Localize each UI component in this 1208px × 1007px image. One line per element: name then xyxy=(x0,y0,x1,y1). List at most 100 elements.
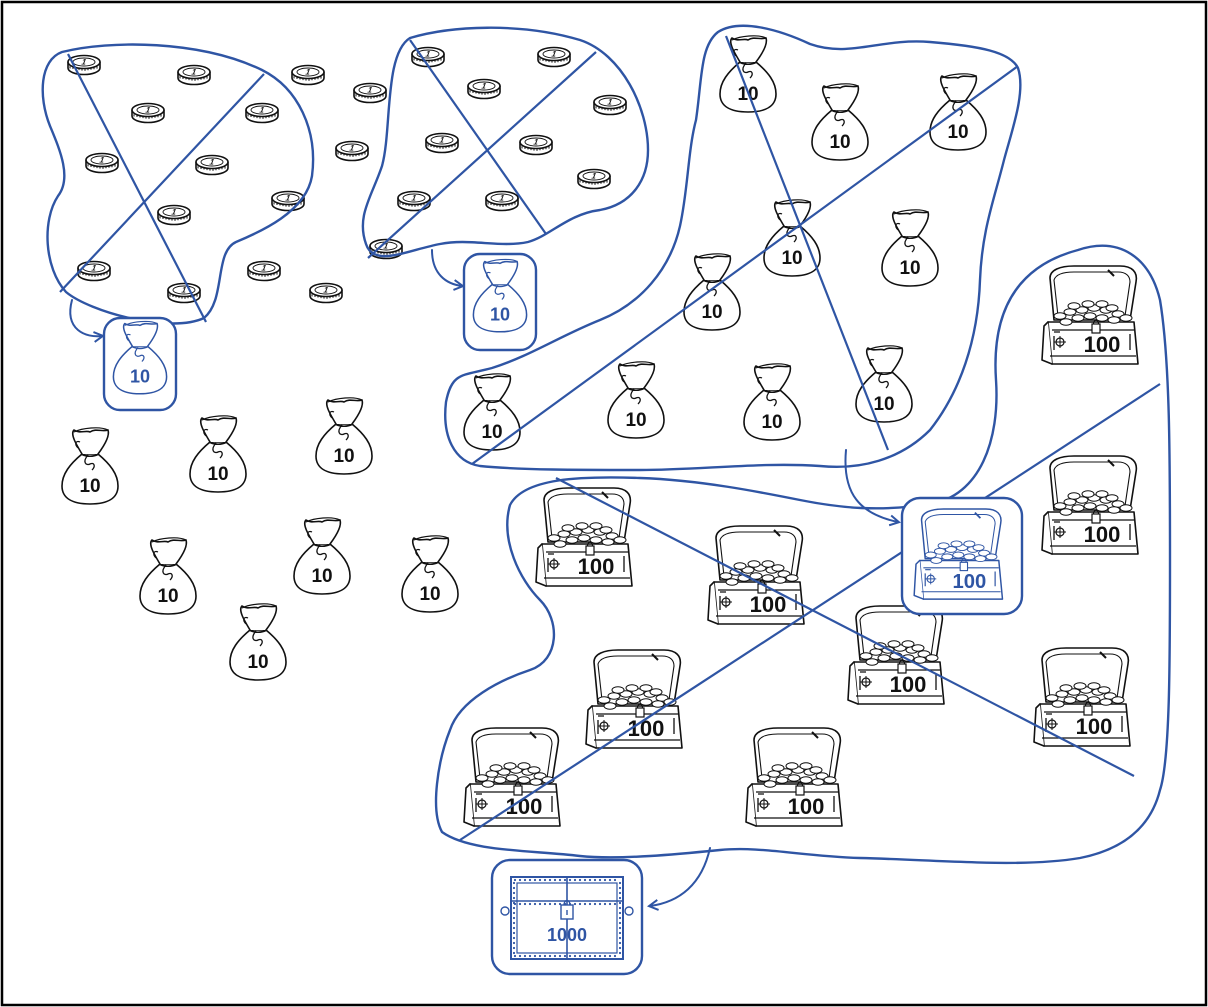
money-bag-icon: 10 xyxy=(139,537,197,615)
bag-group-outline xyxy=(444,24,1022,472)
coin-icon: 1 xyxy=(195,154,229,176)
svg-text:100: 100 xyxy=(788,794,825,819)
svg-text:100: 100 xyxy=(750,592,787,617)
svg-text:1: 1 xyxy=(190,68,198,77)
chest-group-outline xyxy=(434,244,1172,865)
svg-text:100: 100 xyxy=(1076,714,1113,739)
svg-text:1: 1 xyxy=(180,286,188,295)
svg-text:1: 1 xyxy=(90,264,98,273)
svg-text:100: 100 xyxy=(890,672,927,697)
coin-icon: 1 xyxy=(77,260,111,282)
svg-text:1: 1 xyxy=(550,50,558,59)
svg-text:1: 1 xyxy=(260,264,268,273)
money-bag-icon: 10 xyxy=(293,517,351,595)
svg-text:1: 1 xyxy=(410,194,418,203)
treasure-chest-icon: 100 xyxy=(1041,265,1139,365)
money-bag-icon: 10 xyxy=(855,345,913,423)
treasure-chest-icon: 100 xyxy=(463,727,561,827)
coin-group-outline-2 xyxy=(361,26,650,258)
svg-text:100: 100 xyxy=(1084,332,1121,357)
coin-icon: 1 xyxy=(425,132,459,154)
svg-text:10: 10 xyxy=(701,302,722,323)
money-bag-icon: 10 xyxy=(763,199,821,277)
money-bag-icon: 10 xyxy=(719,35,777,113)
cross-line xyxy=(59,73,265,293)
cross-line xyxy=(555,477,1135,777)
svg-text:1: 1 xyxy=(284,194,292,203)
money-bag-icon: 10 xyxy=(811,83,869,161)
svg-text:100: 100 xyxy=(628,716,665,741)
svg-text:10: 10 xyxy=(481,422,502,443)
svg-text:1000: 1000 xyxy=(547,925,587,945)
svg-text:10: 10 xyxy=(899,258,920,279)
money-bag-icon: 10 xyxy=(929,73,987,151)
coin-icon: 1 xyxy=(247,260,281,282)
coin-group-outline-1 xyxy=(41,43,315,325)
svg-text:1: 1 xyxy=(98,156,106,165)
money-bag-icon: 10 xyxy=(463,373,521,451)
svg-text:1: 1 xyxy=(498,194,506,203)
money-bag-icon: 10 xyxy=(683,253,741,331)
svg-text:10: 10 xyxy=(247,652,268,673)
svg-text:1: 1 xyxy=(170,208,178,217)
svg-text:1: 1 xyxy=(322,286,330,295)
svg-text:10: 10 xyxy=(490,304,510,324)
svg-text:1: 1 xyxy=(590,172,598,181)
svg-text:1: 1 xyxy=(532,138,540,147)
cross-line xyxy=(459,383,1161,841)
coin-icon: 1 xyxy=(519,134,553,156)
money-bag-icon: 10 xyxy=(61,427,119,505)
coin-icon: 1 xyxy=(309,282,343,304)
svg-text:10: 10 xyxy=(947,122,968,143)
money-bag-icon: 10 xyxy=(401,535,459,613)
svg-text:1: 1 xyxy=(438,136,446,145)
coin-icon: 1 xyxy=(131,102,165,124)
svg-text:1: 1 xyxy=(382,242,390,251)
svg-text:1: 1 xyxy=(480,82,488,91)
svg-text:1: 1 xyxy=(424,50,432,59)
arrow-coins-to-bag-2 xyxy=(431,249,462,286)
coin-icon: 1 xyxy=(167,282,201,304)
svg-text:10: 10 xyxy=(311,566,332,587)
svg-text:1: 1 xyxy=(208,158,216,167)
treasure-chest-icon: 100 xyxy=(913,508,1004,600)
money-bag-icon: 10 xyxy=(472,258,528,333)
svg-text:1: 1 xyxy=(144,106,152,115)
coin-icon: 1 xyxy=(245,102,279,124)
arrow-chests-to-vault xyxy=(650,847,711,906)
svg-text:1: 1 xyxy=(80,58,88,67)
treasure-chest-icon: 100 xyxy=(535,487,633,587)
treasure-chest-icon: 100 xyxy=(847,605,945,705)
treasure-chest-icon: 100 xyxy=(745,727,843,827)
money-bag-icon: 10 xyxy=(607,361,665,439)
coin-icon: 1 xyxy=(291,64,325,86)
cross-line xyxy=(67,53,207,323)
svg-text:10: 10 xyxy=(157,586,178,607)
money-bag-icon: 10 xyxy=(229,603,287,681)
coin-icon: 1 xyxy=(411,46,445,68)
svg-text:10: 10 xyxy=(781,248,802,269)
treasure-chest-icon: 100 xyxy=(585,649,683,749)
svg-text:10: 10 xyxy=(873,394,894,415)
cross-line xyxy=(367,51,597,259)
coin-icon: 1 xyxy=(397,190,431,212)
svg-text:10: 10 xyxy=(333,446,354,467)
money-bag-icon: 10 xyxy=(881,209,939,287)
svg-text:100: 100 xyxy=(952,571,986,593)
svg-text:10: 10 xyxy=(207,464,228,485)
coin-icon: 1 xyxy=(577,168,611,190)
treasure-chest-icon: 100 xyxy=(1041,455,1139,555)
svg-text:10: 10 xyxy=(761,412,782,433)
svg-text:1: 1 xyxy=(258,106,266,115)
coin-icon: 1 xyxy=(177,64,211,86)
svg-text:10: 10 xyxy=(130,366,150,386)
coin-icon: 1 xyxy=(157,204,191,226)
coin-icon: 1 xyxy=(593,94,627,116)
vault-icon: 1000 xyxy=(500,876,634,960)
svg-text:10: 10 xyxy=(829,132,850,153)
coin-icon: 1 xyxy=(85,152,119,174)
results-layer: 10 10 100 1000 xyxy=(112,258,1004,960)
svg-text:1: 1 xyxy=(366,86,374,95)
